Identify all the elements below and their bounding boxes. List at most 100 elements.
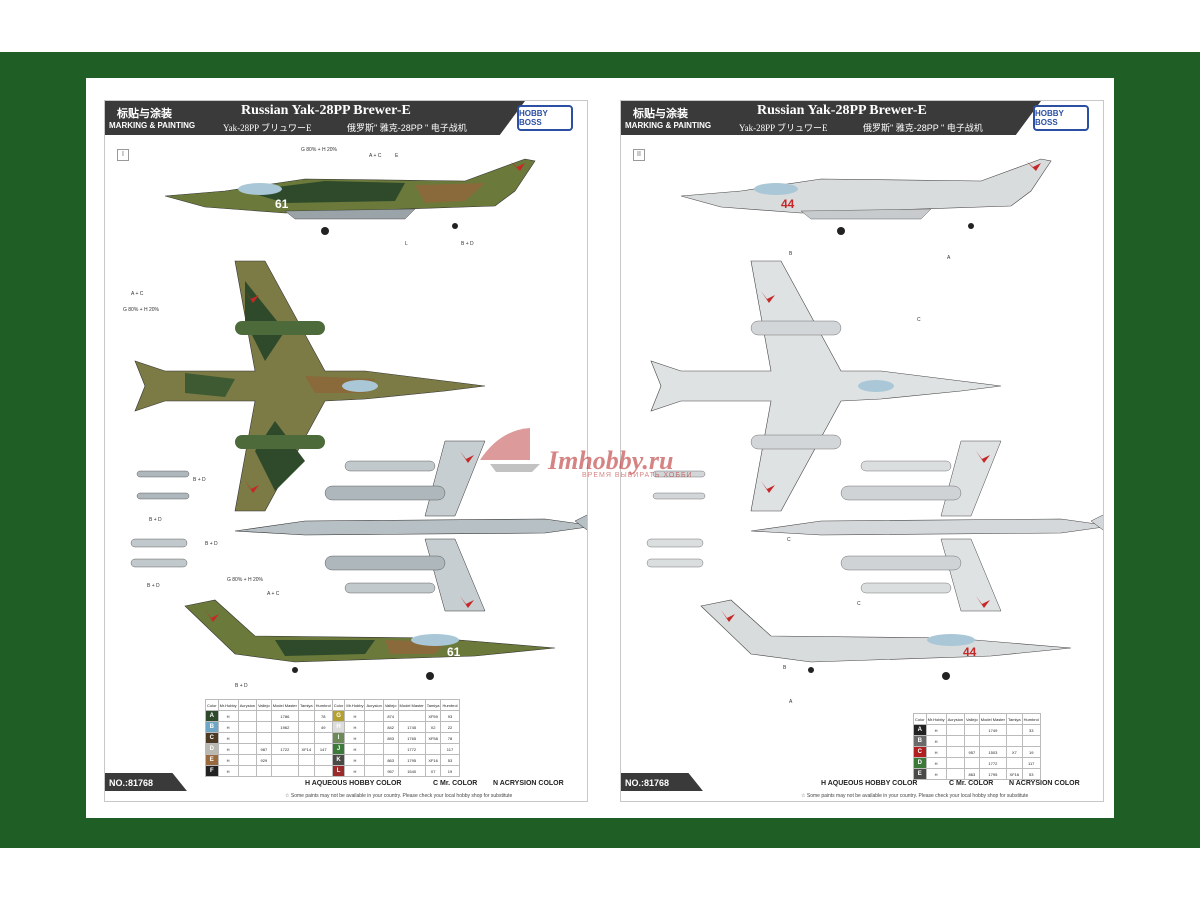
color-value: H: [217, 754, 239, 766]
color-value: [256, 732, 272, 744]
color-value: 1795: [397, 754, 426, 766]
callout-2: A: [947, 255, 951, 261]
color-value: [945, 746, 966, 758]
aircraft-number: 44: [781, 197, 795, 211]
color-value: [945, 724, 966, 736]
color-value: 1786: [270, 710, 299, 722]
color-value: XF16: [1005, 768, 1023, 780]
watermark-tagline: ВРЕМЯ ВЫБИРАТЬ ХОББИ: [582, 472, 693, 479]
sheets.0-swatch-c: C: [205, 732, 219, 744]
callout-7: G 80% + H 20%: [123, 307, 159, 313]
color-value: [313, 754, 333, 766]
color-value: H: [925, 757, 947, 769]
th-vallejo-2: Vallejo: [382, 699, 399, 711]
color-value: [297, 732, 315, 744]
callout-2: A + C: [369, 153, 382, 159]
sheet-subtitle-japanese: Yak-28PP ブリュワーE: [739, 123, 828, 133]
color-value: 1772: [397, 743, 426, 755]
color-value: [237, 721, 258, 733]
color-value: 53: [440, 754, 460, 766]
color-value: 863: [382, 754, 399, 766]
color-value: 1540: [397, 765, 426, 777]
legend-mr-color: C Mr. COLOR: [433, 780, 478, 787]
th-mrhobby: Mr.Hobby: [925, 713, 947, 725]
side-view-bottom: 44: [700, 599, 1072, 680]
side-view-top: 44: [680, 158, 1052, 235]
color-value: [297, 754, 315, 766]
color-value: 19: [440, 765, 460, 777]
top-view-silver: [650, 260, 1002, 512]
sheets.0-swatch-a: A: [205, 710, 219, 722]
instruction-sheet-camouflage: 标贴与涂装 MARKING & PAINTING Russian Yak-28P…: [104, 100, 588, 802]
panel-number: II: [633, 149, 645, 161]
color-value: [237, 754, 258, 766]
color-value: 117: [440, 743, 460, 755]
color-value: H: [344, 721, 366, 733]
callout-3: E: [395, 153, 399, 159]
sheet-header: [105, 101, 525, 135]
paint-color-table: Color Mr.Hobby Acrysion Vallejo Model Ma…: [205, 699, 460, 777]
color-value: X7: [424, 765, 442, 777]
color-value: 1722: [270, 743, 299, 755]
legend-aqueous: H AQUEOUS HOBBY COLOR: [305, 780, 402, 787]
color-value: H: [217, 732, 239, 744]
color-value: H: [344, 765, 366, 777]
color-value: [297, 765, 315, 777]
color-value: 78: [440, 732, 460, 744]
color-value: [945, 768, 966, 780]
th-tamiya: Tamiya: [1005, 713, 1023, 725]
sheets.0-swatch-f: F: [205, 765, 219, 777]
color-value: 1503: [978, 746, 1007, 758]
color-value: [364, 765, 384, 777]
color-value: H: [344, 732, 366, 744]
legend-mr-color: C Mr. COLOR: [949, 780, 994, 787]
color-value: [313, 765, 333, 777]
color-value: [364, 721, 384, 733]
color-value: [256, 710, 272, 722]
color-value: XF16: [424, 754, 442, 766]
sheets.1-swatch-a: A: [913, 724, 927, 736]
color-value: 987: [256, 743, 272, 755]
sheet-subtitle-chinese: 俄罗斯" 雅克-28PP " 电子战机: [863, 123, 983, 133]
footer-bar: [105, 773, 187, 791]
color-value: [297, 710, 315, 722]
color-value: H: [344, 710, 366, 722]
callout-8: B + D: [193, 477, 206, 483]
sheet-subtitle-chinese: 俄罗斯" 雅克-28PP " 电子战机: [347, 123, 467, 133]
side-view-top: 61: [164, 158, 536, 235]
callout-1: G 80% + H 20%: [301, 147, 337, 153]
th-color: Color: [913, 713, 927, 725]
color-value: 147: [313, 743, 333, 755]
aircraft-number-2: 44: [963, 645, 977, 659]
sheet-subtitle-japanese: Yak-28PP ブリュワーE: [223, 123, 312, 133]
availability-note: ☆ Some paints may not be available in yo…: [285, 793, 513, 799]
color-value: [256, 765, 272, 777]
sheets.0-swatch-k: K: [331, 754, 346, 766]
top-view-camouflage: [134, 260, 486, 512]
availability-note: ☆ Some paints may not be available in yo…: [801, 793, 1029, 799]
sheets.0-swatch-i: I: [331, 732, 346, 744]
th-tamiya: Tamiya: [297, 699, 315, 711]
sheets.1-swatch-b: B: [913, 735, 927, 747]
legend-acrysion: N ACRYSION COLOR: [1009, 780, 1080, 787]
color-value: [256, 721, 272, 733]
th-modelmaster-2: Model Master: [397, 699, 426, 711]
color-value: H: [344, 754, 366, 766]
watermark-site[interactable]: Imhobby.ru: [548, 446, 674, 475]
th-vallejo: Vallejo: [256, 699, 272, 711]
callout-4: B + D: [461, 241, 474, 247]
callout-1: B: [789, 251, 793, 257]
color-value: 1962: [270, 721, 299, 733]
hobby-boss-logo: HOBBY BOSS: [517, 105, 573, 131]
callout-14: B + D: [235, 683, 248, 689]
th-acrysion-2: Acrysion: [364, 699, 384, 711]
color-value: 874: [382, 710, 399, 722]
color-value: [297, 721, 315, 733]
panel-number: I: [117, 149, 129, 161]
color-value: H: [344, 743, 366, 755]
callout-12: G 80% + H 20%: [227, 577, 263, 583]
color-value: [237, 765, 258, 777]
